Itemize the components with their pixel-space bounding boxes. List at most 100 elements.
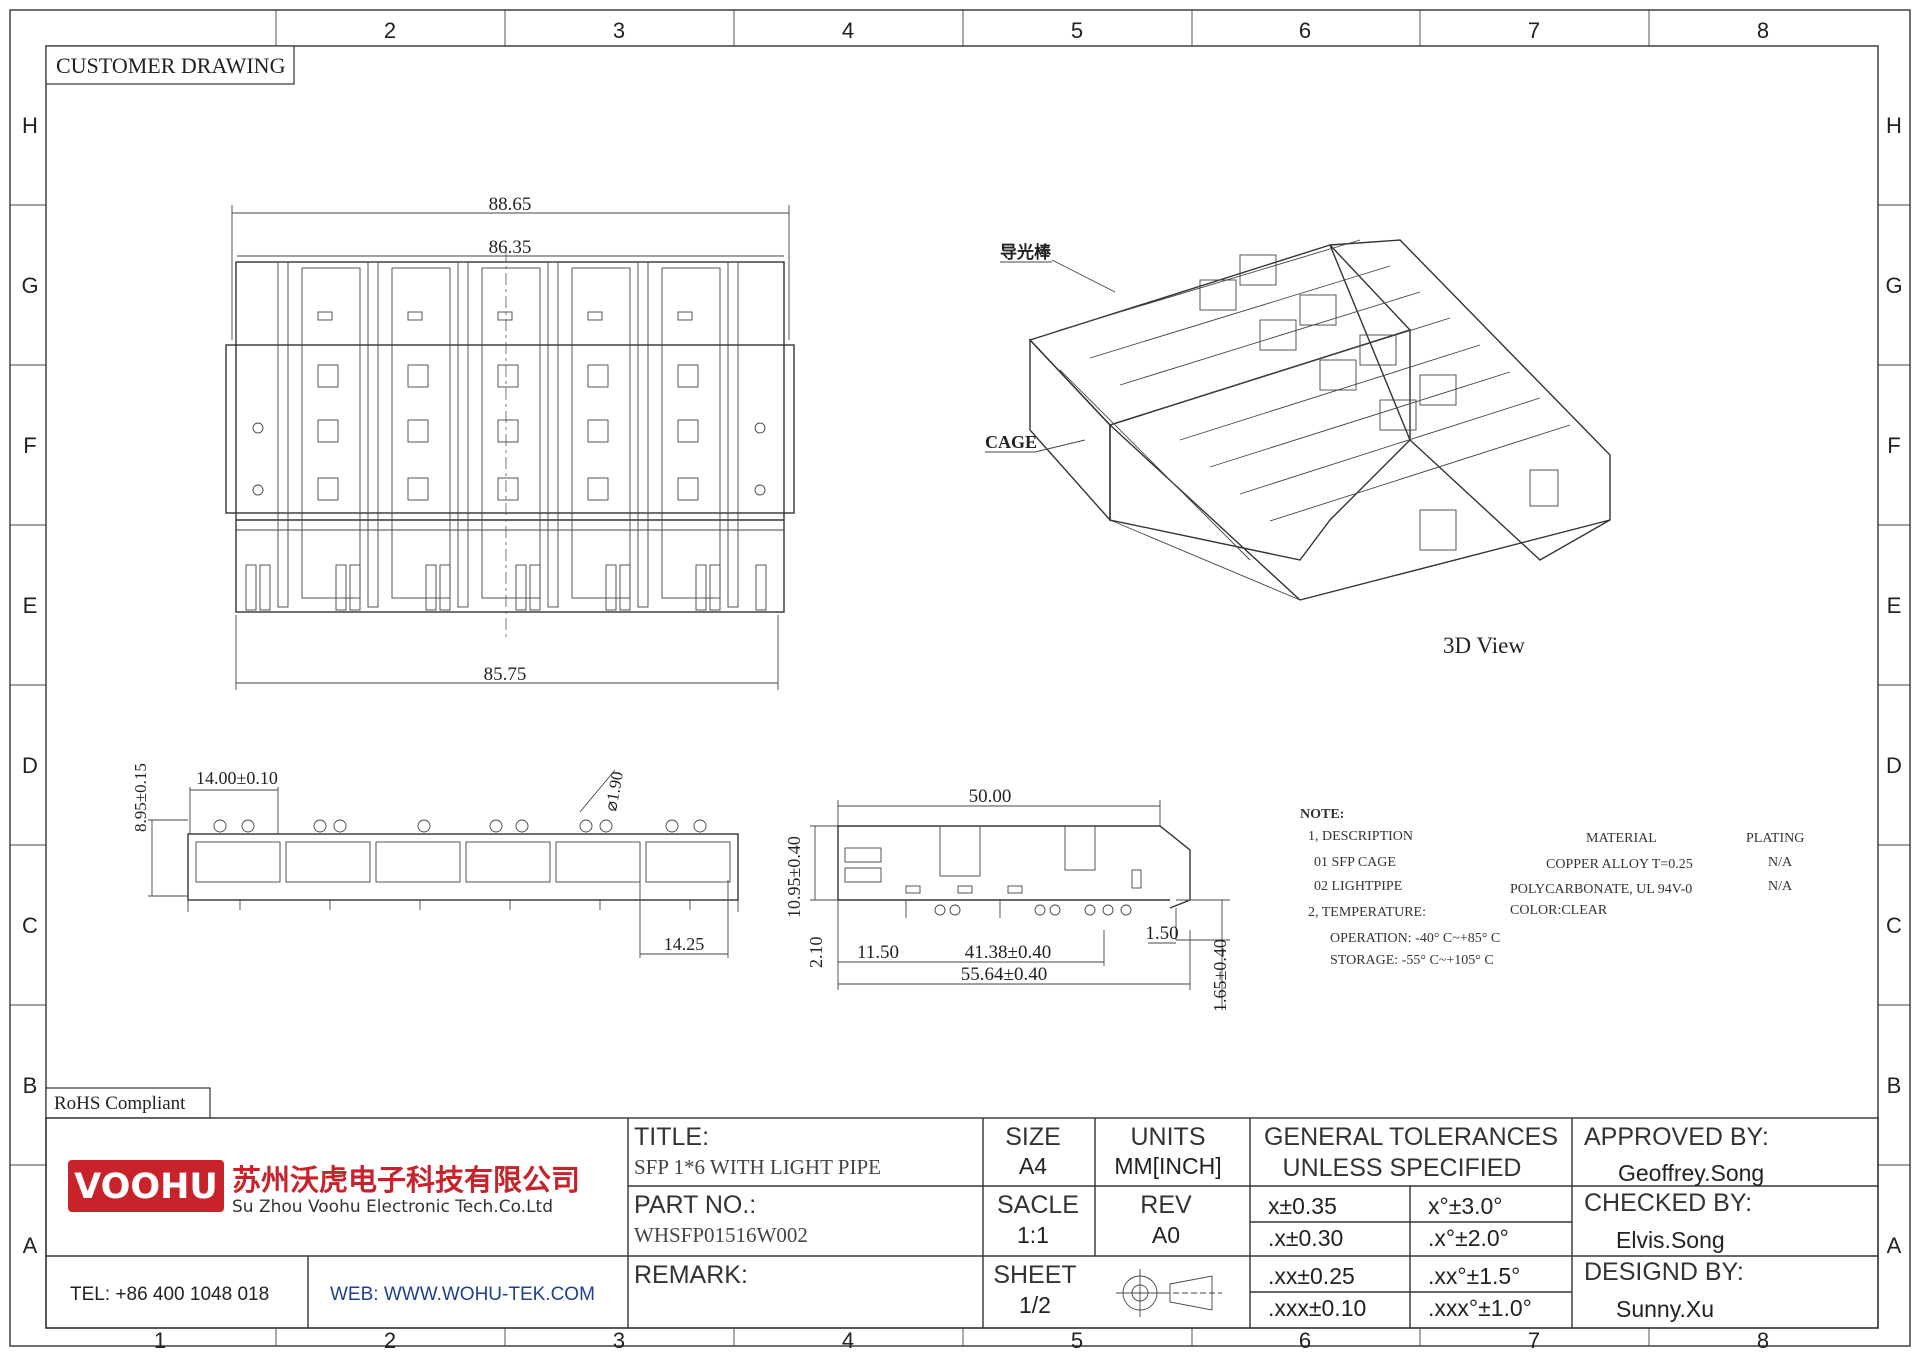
dim-front-pitch: 14.00±0.10 bbox=[196, 768, 278, 788]
size-label: SIZE bbox=[1005, 1123, 1061, 1151]
zone-row-left: E bbox=[23, 593, 38, 618]
zone-col-top: 5 bbox=[1071, 18, 1083, 43]
customer-drawing-stamp: CUSTOMER DRAWING bbox=[45, 45, 295, 85]
tol-linear: .xx±0.25 bbox=[1268, 1263, 1355, 1289]
zone-col-bottom: 2 bbox=[384, 1328, 396, 1353]
projection-symbol bbox=[1116, 1269, 1222, 1317]
rev-value: A0 bbox=[1152, 1222, 1180, 1248]
part-value: WHSFP01516W002 bbox=[634, 1223, 808, 1247]
scale-value: 1:1 bbox=[1017, 1222, 1049, 1248]
company-name-cn: 苏州沃虎电子科技有限公司 bbox=[232, 1163, 580, 1197]
title-block: VOOHU 苏州沃虎电子科技有限公司 Su Zhou Voohu Electro… bbox=[45, 1117, 1879, 1329]
checked-value: Elvis.Song bbox=[1616, 1227, 1725, 1253]
callout-cage: CAGE bbox=[985, 432, 1037, 452]
note-item1-plating: N/A bbox=[1768, 855, 1793, 870]
dim-side-a: 11.50 bbox=[857, 942, 899, 963]
tol-linear: .x±0.30 bbox=[1268, 1225, 1343, 1251]
zone-col-top: 2 bbox=[384, 18, 396, 43]
note-item2-plating: N/A bbox=[1768, 879, 1793, 894]
zone-row-left: A bbox=[23, 1233, 38, 1258]
note-title: NOTE: bbox=[1300, 807, 1344, 822]
zone-row-left: D bbox=[22, 753, 38, 778]
tol-linear: .xxx±0.10 bbox=[1268, 1295, 1366, 1321]
zone-row-right: H bbox=[1886, 113, 1902, 138]
note-line-2: 2, TEMPERATURE: bbox=[1308, 905, 1426, 920]
dim-side-length: 55.64±0.40 bbox=[961, 964, 1047, 985]
scale-label: SACLE bbox=[997, 1191, 1079, 1219]
callout-lightpipe: 导光棒 bbox=[1000, 242, 1052, 263]
units-label: UNITS bbox=[1131, 1123, 1206, 1151]
zone-row-right: F bbox=[1887, 433, 1900, 458]
dim-front-height: 8.95±0.15 bbox=[131, 763, 150, 832]
company-web: WEB: WWW.WOHU-TEK.COM bbox=[330, 1284, 595, 1305]
front-view: 8.95±0.15 14.00±0.10 ⌀1.90 14.25 bbox=[131, 763, 739, 958]
company-logo: VOOHU bbox=[68, 1160, 224, 1212]
dim-side-pin: 2.10 bbox=[806, 937, 826, 969]
title-value: SFP 1*6 WITH LIGHT PIPE bbox=[634, 1155, 881, 1179]
zone-row-left: F bbox=[23, 433, 36, 458]
size-value: A4 bbox=[1019, 1153, 1047, 1179]
zone-col-top: 8 bbox=[1757, 18, 1769, 43]
dim-side-c: 1.50 bbox=[1145, 923, 1178, 944]
approved-value: Geoffrey.Song bbox=[1618, 1160, 1764, 1186]
title-label: TITLE: bbox=[634, 1123, 709, 1151]
tol-angular: .x°±2.0° bbox=[1428, 1225, 1509, 1251]
tol-angular: x°±3.0° bbox=[1428, 1193, 1503, 1219]
dim-base-width: 85.75 bbox=[484, 664, 527, 685]
zone-row-right: B bbox=[1887, 1073, 1902, 1098]
top-view: 88.65 86.35 bbox=[225, 194, 795, 690]
checked-label: CHECKED BY: bbox=[1584, 1189, 1752, 1217]
note-item2-material: POLYCARBONATE, UL 94V-0 bbox=[1510, 882, 1692, 897]
dim-side-top: 50.00 bbox=[969, 786, 1012, 807]
zone-col-bottom: 3 bbox=[613, 1328, 625, 1353]
rohs-stamp: RoHS Compliant bbox=[45, 1087, 211, 1119]
note-col-plating: PLATING bbox=[1746, 831, 1804, 846]
dim-side-height: 10.95±0.40 bbox=[784, 836, 804, 918]
zone-row-right: A bbox=[1887, 1233, 1902, 1258]
zone-col-bottom: 1 bbox=[154, 1328, 166, 1353]
zone-col-top: 7 bbox=[1528, 18, 1540, 43]
zone-row-left: B bbox=[23, 1073, 38, 1098]
part-label: PART NO.: bbox=[634, 1191, 756, 1219]
tol-title-1: GENERAL TOLERANCES bbox=[1264, 1123, 1558, 1151]
designed-value: Sunny.Xu bbox=[1616, 1296, 1714, 1322]
zone-col-top: 3 bbox=[613, 18, 625, 43]
zone-col-bottom: 4 bbox=[842, 1328, 854, 1353]
zone-col-bottom: 8 bbox=[1757, 1328, 1769, 1353]
sheet-label: SHEET bbox=[993, 1261, 1076, 1289]
note-color: COLOR:CLEAR bbox=[1510, 903, 1608, 918]
note-item1-name: 01 SFP CAGE bbox=[1314, 855, 1396, 870]
note-operation: OPERATION: -40° C~+85° C bbox=[1330, 931, 1500, 946]
tol-title-2: UNLESS SPECIFIED bbox=[1283, 1154, 1522, 1182]
dim-side-b: 41.38±0.40 bbox=[965, 942, 1051, 963]
zone-row-right: D bbox=[1886, 753, 1902, 778]
note-item2-name: 02 LIGHTPIPE bbox=[1314, 879, 1402, 894]
side-view: 50.00 10.95±0.40 2.10 11.50 41.38±0.40 1… bbox=[784, 786, 1230, 1012]
zone-row-left: G bbox=[21, 273, 38, 298]
rohs-text: RoHS Compliant bbox=[54, 1093, 186, 1114]
rev-label: REV bbox=[1140, 1191, 1192, 1219]
sheet-value: 1/2 bbox=[1019, 1292, 1051, 1318]
dim-front-port: 14.25 bbox=[664, 934, 705, 954]
note-block: NOTE: 1, DESCRIPTION MATERIAL PLATING 01… bbox=[1300, 807, 1804, 968]
iso-view: 导光棒 CAGE 3D View bbox=[985, 239, 1611, 658]
designed-label: DESIGND BY: bbox=[1584, 1258, 1744, 1286]
zone-row-right: G bbox=[1885, 273, 1902, 298]
dim-front-hole: ⌀1.90 bbox=[601, 770, 627, 813]
note-line-1: 1, DESCRIPTION bbox=[1308, 829, 1413, 844]
zone-row-right: E bbox=[1887, 593, 1902, 618]
approved-label: APPROVED BY: bbox=[1584, 1123, 1769, 1151]
note-item1-material: COPPER ALLOY T=0.25 bbox=[1546, 857, 1693, 872]
tol-angular: .xxx°±1.0° bbox=[1428, 1295, 1532, 1321]
dim-inner-width: 86.35 bbox=[489, 237, 532, 258]
company-tel: TEL: +86 400 1048 018 bbox=[70, 1284, 269, 1305]
units-value: MM[INCH] bbox=[1114, 1153, 1221, 1179]
zone-row-right: C bbox=[1886, 913, 1902, 938]
zone-col-bottom: 7 bbox=[1528, 1328, 1540, 1353]
zone-labels: 2 3 4 5 6 7 8 1 2 3 4 5 6 7 8 H G F E D … bbox=[21, 18, 1902, 1353]
remark-label: REMARK: bbox=[634, 1261, 748, 1289]
zone-col-bottom: 5 bbox=[1071, 1328, 1083, 1353]
zone-col-top: 6 bbox=[1299, 18, 1311, 43]
tol-linear: x±0.35 bbox=[1268, 1193, 1337, 1219]
